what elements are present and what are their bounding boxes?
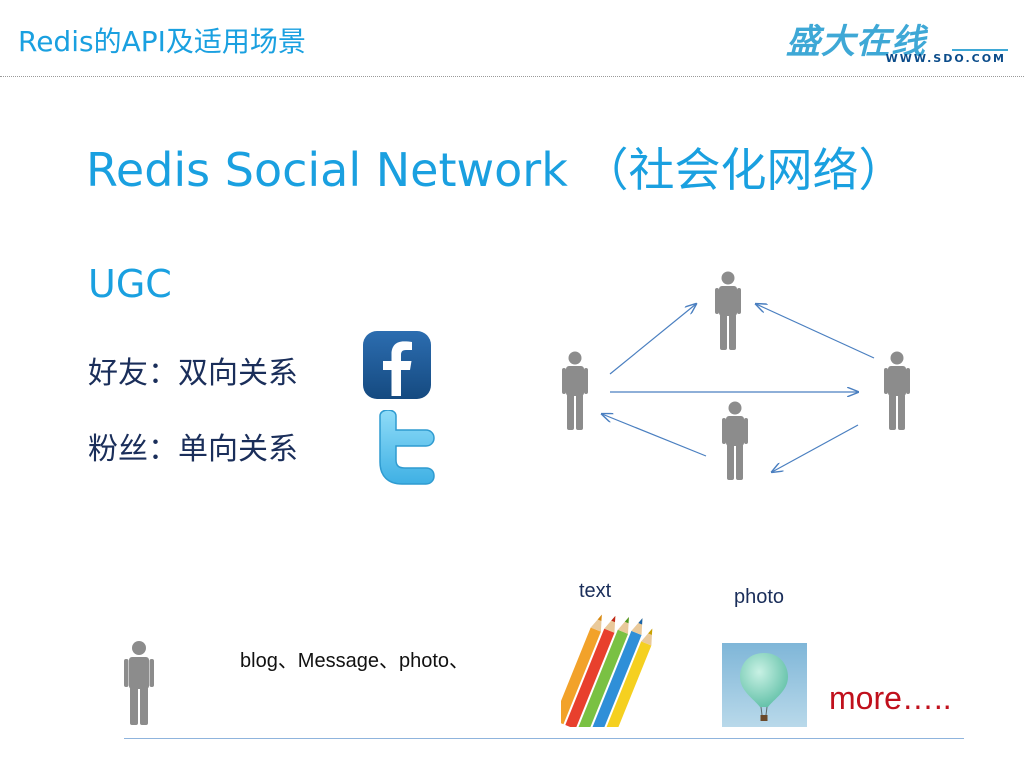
header-divider xyxy=(0,76,1024,77)
followers-line: 粉丝：单向关系 xyxy=(88,432,298,467)
header-title: Redis的API及适用场景 xyxy=(18,25,306,58)
sdo-logo: 盛大在线 WWW.SDO.COM xyxy=(786,14,1012,70)
text-label: text xyxy=(579,580,612,602)
logo-underline xyxy=(952,49,1008,51)
pencils-image xyxy=(561,578,660,727)
arrow-left-to-top xyxy=(609,304,696,375)
facebook-icon xyxy=(363,331,431,399)
more-text: more….. xyxy=(829,680,952,716)
arrow-right-to-bottom xyxy=(772,424,859,472)
person-icon-right xyxy=(884,351,910,430)
social-network-diagram xyxy=(562,271,910,480)
person-icon-user xyxy=(124,641,154,725)
slide-title: Redis Social Network （社会化网络） xyxy=(86,143,905,197)
logo-url: WWW.SDO.COM xyxy=(885,52,1006,65)
bottom-divider xyxy=(124,738,964,739)
arrow-bottom-to-left xyxy=(602,414,707,457)
content-types-list: blog、Message、photo、 xyxy=(240,650,470,672)
balloon-photo xyxy=(722,643,807,727)
photo-label: photo xyxy=(734,586,785,608)
person-icon-left xyxy=(562,351,588,430)
arrow-right-to-top xyxy=(756,304,875,359)
friends-line: 好友：双向关系 xyxy=(88,356,298,391)
person-icon-bottom xyxy=(722,401,748,480)
person-icon-top xyxy=(715,271,741,350)
twitter-icon xyxy=(379,410,435,485)
ugc-heading: UGC xyxy=(88,262,172,306)
logo-text: 盛大在线 xyxy=(786,22,926,62)
